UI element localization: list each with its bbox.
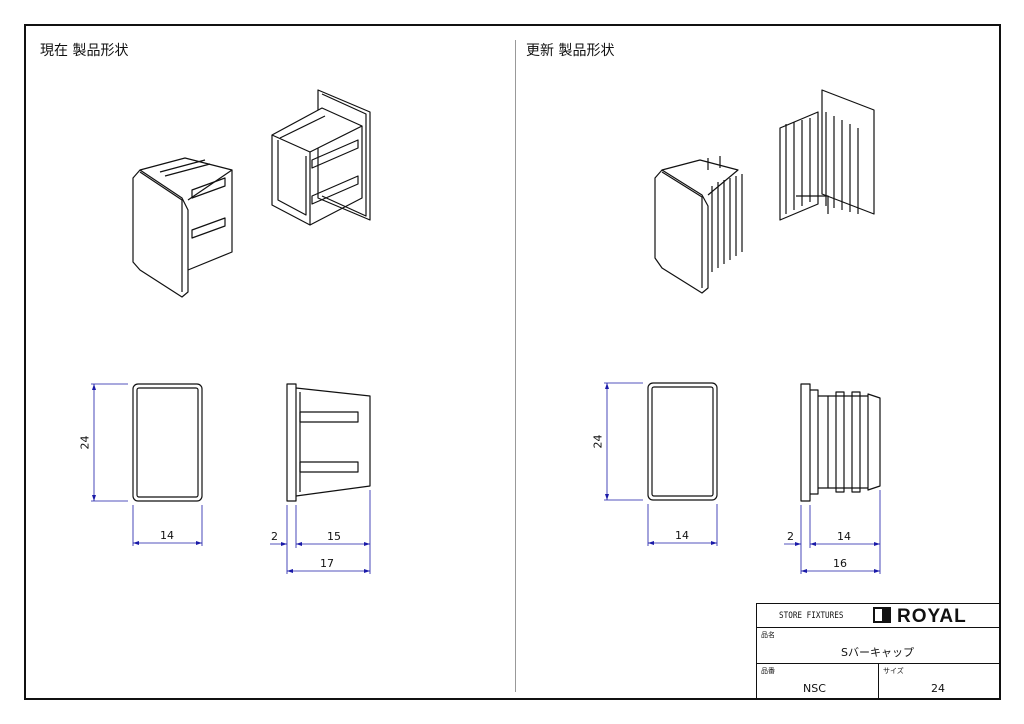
current-section-title: 現在 製品形状: [40, 43, 129, 59]
size-label: サイズ: [883, 667, 904, 675]
drawing-frame: [24, 24, 1001, 700]
brand-name: ROYAL: [897, 606, 967, 627]
updated-height-dim: 24: [591, 434, 605, 449]
current-flange-dim: 2: [271, 530, 278, 543]
product-code-label: 品番: [761, 667, 775, 675]
current-height-dim: 24: [78, 435, 92, 450]
product-name-label: 品名: [761, 631, 775, 639]
updated-side-view: [800, 383, 881, 502]
size-value: 24: [931, 682, 945, 695]
product-name-value: Sバーキャップ: [841, 646, 914, 659]
size-cell: サイズ 24: [879, 664, 1000, 699]
current-iso-front-view: [132, 157, 233, 298]
product-name-row: 品名 Sバーキャップ: [757, 628, 999, 664]
updated-front-view: [647, 382, 718, 501]
updated-iso-front-view: [654, 156, 743, 294]
updated-insert-dim: 14: [837, 530, 851, 543]
updated-total-dim: 16: [833, 557, 847, 570]
current-total-dim: 17: [320, 557, 334, 570]
title-block-header: STORE FIXTURES ROYAL: [757, 604, 999, 628]
section-divider: [515, 40, 516, 692]
updated-section-title: 更新 製品形状: [526, 43, 615, 59]
updated-flange-dim: 2: [787, 530, 794, 543]
updated-iso-back-view: [779, 89, 875, 221]
product-code-cell: 品番 NSC: [757, 664, 879, 699]
royal-logo-icon: [873, 607, 891, 623]
title-block: STORE FIXTURES ROYAL 品名 Sバーキャップ 品番 NSC サ…: [756, 603, 1000, 699]
current-side-view: [286, 383, 371, 502]
category-label: STORE FIXTURES: [779, 611, 844, 621]
product-code-value: NSC: [803, 682, 826, 695]
current-front-view: [132, 383, 203, 502]
current-width-dim: 14: [160, 529, 174, 542]
current-insert-dim: 15: [327, 530, 341, 543]
current-iso-back-view: [271, 89, 371, 226]
updated-width-dim: 14: [675, 529, 689, 542]
